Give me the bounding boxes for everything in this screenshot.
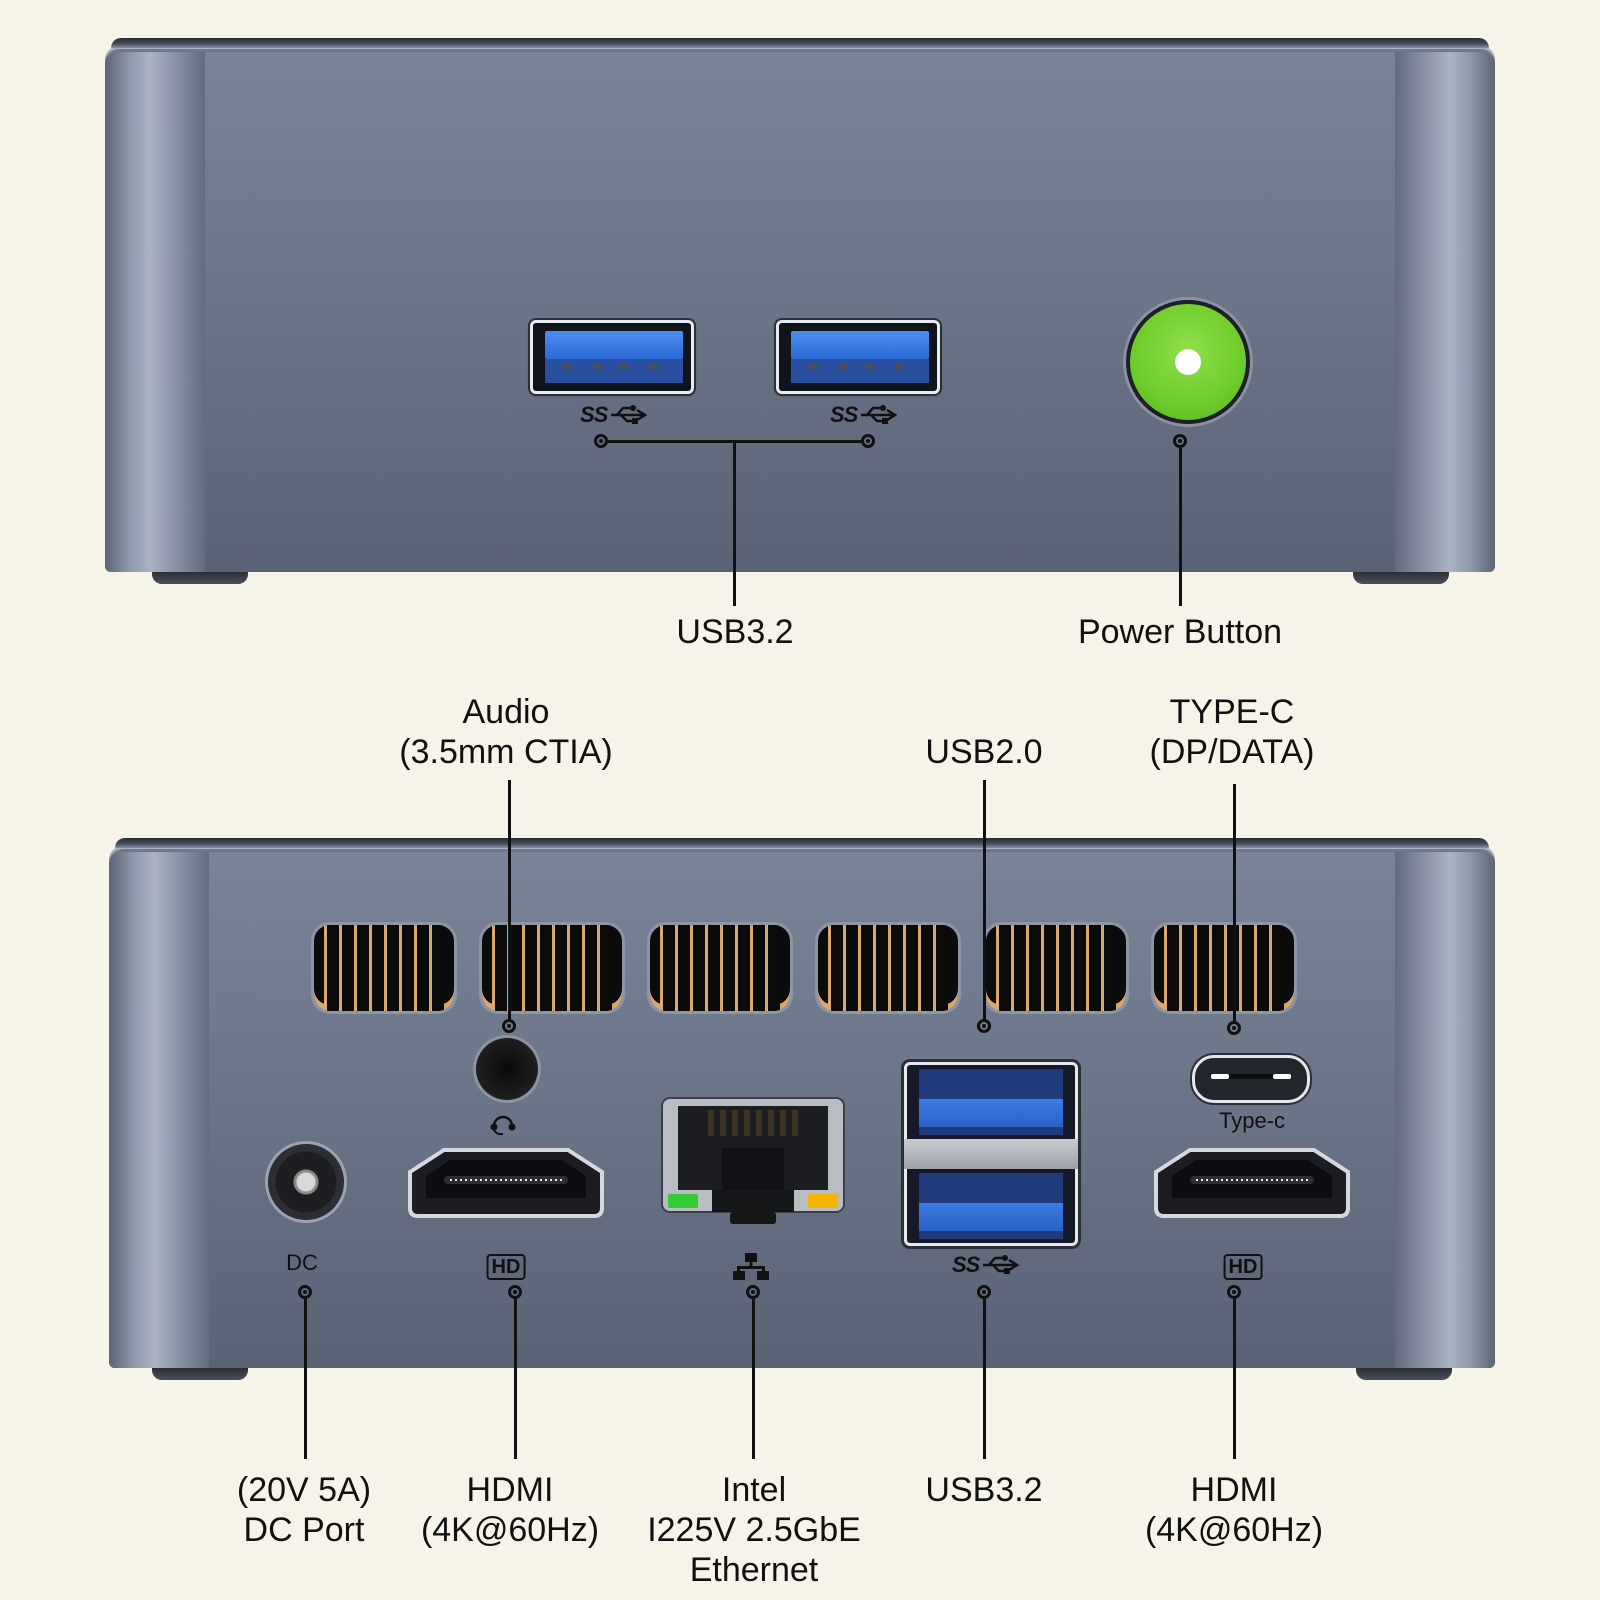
network-icon [733,1253,769,1280]
foot [1356,1368,1452,1380]
typec-mark: Type-c [1218,1108,1286,1133]
label-line: TYPE-C [1169,693,1295,731]
vent [650,925,790,1011]
vent [1154,925,1294,1011]
label-line: (20V 5A) [236,1471,372,1509]
label-text: Power Button [1077,613,1283,651]
dc-power-jack[interactable] [268,1144,344,1220]
usb32-rear-label: USB3.2 [925,1470,1042,1510]
callout-dot [861,434,875,448]
usb-typec-port[interactable] [1192,1055,1310,1103]
callout-dot [746,1285,760,1299]
usb-stack [904,1062,1078,1246]
callout-dot [298,1285,312,1299]
power-button[interactable] [1126,300,1250,424]
front-usb-port-1[interactable] [530,320,694,394]
callout-dot [594,434,608,448]
foot [152,1368,248,1380]
headset-icon [490,1115,516,1136]
callout-dot [1227,1285,1241,1299]
label-line: (3.5mm CTIA) [399,733,613,771]
left-pillar [109,852,209,1368]
label-line: (DP/DATA) [1149,733,1315,771]
rear-usb-port-1[interactable] [919,1069,1063,1135]
foot [1353,572,1449,584]
dc-mark: DC [286,1250,318,1275]
callout-dot [977,1019,991,1033]
foot [152,572,248,584]
rear-usb-port-2[interactable] [919,1173,1063,1239]
vent [482,925,622,1011]
top-edge [111,38,1489,48]
power-led [1175,349,1201,375]
ss-text: SS [580,402,608,427]
audio-jack[interactable] [476,1038,538,1100]
ethernet-label: Intel I225V 2.5GbE Ethernet [647,1470,861,1590]
callout-line [1233,1299,1236,1459]
usb-divider [904,1139,1078,1169]
label-text: USB3.2 [676,613,794,651]
callout-line [733,440,736,606]
front-panel-device [105,38,1495,572]
hdmi-badge-2: HD [1223,1254,1263,1280]
superspeed-usb-icon: SS [952,1252,1020,1278]
callout-line [1179,448,1182,606]
hdmi-badge-1: HD [486,1254,526,1280]
superspeed-usb-icon: SS [580,402,648,428]
callout-dot [502,1019,516,1033]
power-button-label: Power Button [1078,612,1282,652]
label-line: HDMI [1190,1471,1278,1509]
hdmi-1-label: HDMI (4K@60Hz) [421,1470,599,1550]
typec-label: TYPE-C (DP/DATA) [1150,692,1315,772]
usb20-label: USB2.0 [925,732,1042,772]
label-line: Intel [721,1471,787,1509]
right-pillar [1395,52,1495,572]
label-line: I225V 2.5GbE [647,1511,861,1549]
ethernet-port[interactable] [660,1096,846,1224]
hdmi-2-label: HDMI (4K@60Hz) [1145,1470,1323,1550]
ss-text: SS [830,402,858,427]
right-pillar [1395,852,1495,1368]
callout-line [514,1299,517,1459]
label-line: Ethernet [689,1551,819,1589]
label-line: Audio [462,693,550,731]
callout-line [983,1299,986,1459]
hdmi-port-1[interactable] [404,1146,608,1218]
callout-dot [1173,434,1187,448]
callout-dot [1227,1021,1241,1035]
ss-text: SS [952,1252,980,1277]
callout-dot [977,1285,991,1299]
callout-line [508,780,511,1020]
left-pillar [105,52,205,572]
label-line: HDMI [466,1471,554,1509]
top-edge [115,838,1489,848]
superspeed-usb-icon: SS [830,402,898,428]
callout-dot [508,1285,522,1299]
usb32-front-label: USB3.2 [676,612,793,652]
label-line: (4K@60Hz) [420,1511,600,1549]
callout-line [1233,784,1236,1022]
vent [818,925,958,1011]
label-line: (4K@60Hz) [1144,1511,1324,1549]
callout-line [752,1299,755,1459]
vent [314,925,454,1011]
callout-line [304,1299,307,1459]
dc-port-label: (20V 5A) DC Port [237,1470,371,1550]
vent [986,925,1126,1011]
audio-label: Audio (3.5mm CTIA) [399,692,612,772]
callout-line [983,780,986,1020]
hdmi-port-2[interactable] [1150,1146,1354,1218]
label-line: DC Port [243,1511,365,1549]
label-line: USB2.0 [925,733,1043,771]
front-usb-port-2[interactable] [776,320,940,394]
label-line: USB3.2 [925,1471,1043,1509]
